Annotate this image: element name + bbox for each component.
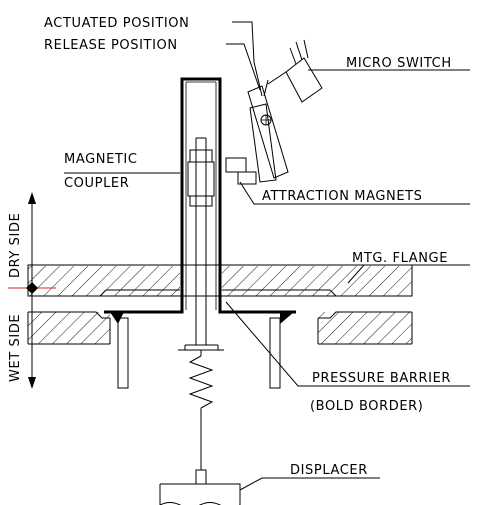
attraction-magnets xyxy=(225,157,257,185)
label-pressure-barrier: PRESSURE BARRIER xyxy=(312,371,451,386)
lower-housing xyxy=(27,311,413,389)
label-wet-side: WET SIDE xyxy=(8,314,23,382)
spring xyxy=(188,355,214,409)
label-actuated-position: ACTUATED POSITION xyxy=(44,16,189,31)
label-micro-switch: MICRO SWITCH xyxy=(346,56,452,71)
magnetic-coupler xyxy=(187,149,215,207)
label-attraction-magnets: ATTRACTION MAGNETS xyxy=(262,189,423,204)
label-displacer: DISPLACER xyxy=(290,463,368,478)
switch-lever xyxy=(247,61,289,183)
leader-lines xyxy=(64,21,470,491)
label-mtg-flange: MTG. FLANGE xyxy=(352,251,448,266)
mtg-flange xyxy=(27,264,413,297)
micro-switch xyxy=(267,39,323,103)
label-bold-border: (BOLD BORDER) xyxy=(310,399,423,414)
label-dry-side: DRY SIDE xyxy=(8,213,23,278)
label-coupler: COUPLER xyxy=(64,176,129,191)
pressure-barrier xyxy=(104,77,296,314)
shaft xyxy=(178,137,224,356)
label-magnetic: MAGNETIC xyxy=(64,152,138,167)
displacer xyxy=(159,469,241,505)
label-release-position: RELEASE POSITION xyxy=(44,38,178,53)
dry-wet-divider xyxy=(8,192,56,389)
